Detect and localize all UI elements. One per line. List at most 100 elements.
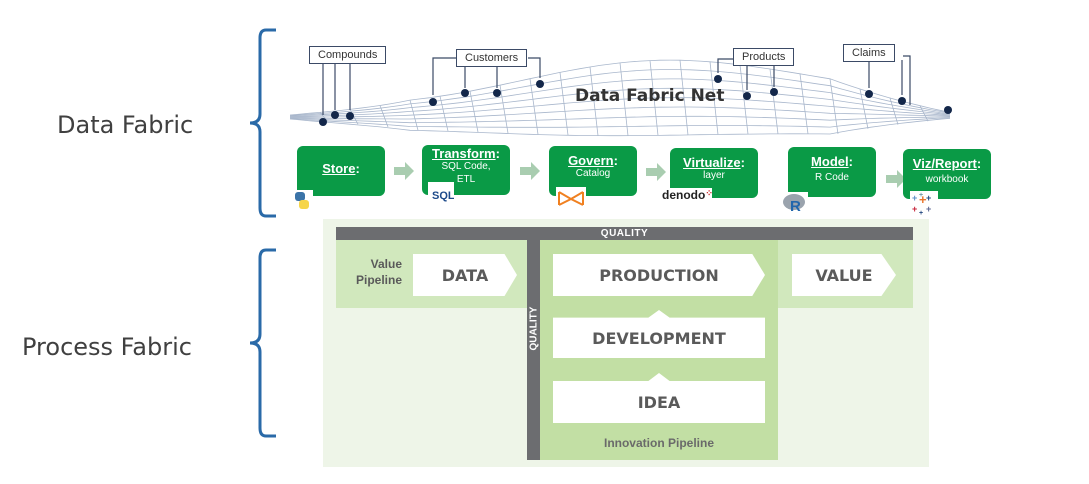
step-title: Govern [568, 153, 614, 168]
tag-connector [528, 57, 541, 78]
tag-products: Products [733, 48, 795, 66]
svg-text:+: + [926, 204, 931, 214]
net-line [319, 112, 329, 122]
net-line [289, 78, 951, 117]
net-node [319, 118, 327, 126]
net-line [859, 88, 869, 129]
value-pipeline-text: Value Pipeline [355, 257, 402, 287]
net-line [829, 78, 839, 135]
net-line [289, 117, 951, 137]
data-chevron: DATA [413, 254, 517, 296]
tag-connector [903, 55, 911, 105]
svg-text:SQL: SQL [432, 190, 454, 202]
python-logo-icon [291, 190, 313, 212]
net-line [289, 115, 951, 124]
quality-top-bar: QUALITY [336, 227, 913, 240]
tag-claims: Claims [843, 44, 895, 62]
step-title: Viz/Report [912, 156, 977, 171]
arrow-icon [646, 163, 666, 181]
arrow-icon [886, 170, 906, 188]
net-line [529, 78, 539, 135]
arrow-icon [520, 162, 540, 180]
tag-connector [432, 57, 456, 95]
net-node [714, 75, 722, 83]
net-line [679, 60, 689, 136]
tag-compounds: Compounds [309, 46, 387, 64]
net-line [919, 105, 929, 122]
production-chevron: PRODUCTION [553, 254, 765, 296]
net-line [409, 99, 419, 131]
net-line [769, 68, 779, 134]
idea-box: IDEA [553, 373, 765, 423]
step-sub: R Code [815, 172, 849, 183]
quality-side-label: QUALITY [528, 306, 540, 351]
svg-text:+: + [919, 210, 923, 215]
data-fabric-label: Data Fabric [57, 111, 194, 139]
tableau-logo-icon: + + + + + + + [910, 191, 938, 217]
denodo-logo-icon: denodo⁘ [662, 188, 713, 204]
net-node [331, 111, 339, 119]
sql-logo-icon: SQL [428, 182, 455, 204]
data-fabric-brace [249, 28, 276, 218]
bowtie-logo-icon [556, 187, 586, 207]
net-line [349, 109, 359, 125]
innovation-pipeline-label: Innovation Pipeline [603, 436, 714, 450]
net-line [799, 73, 809, 134]
net-line [619, 62, 629, 136]
step-viz-report[interactable]: Viz/Report: workbook [903, 149, 991, 199]
net-node [461, 89, 469, 97]
net-node [770, 88, 778, 96]
development-box: DEVELOPMENT [553, 310, 765, 358]
value-pipeline-label: Value Pipeline [340, 256, 402, 288]
value-chevron: VALUE [792, 254, 896, 296]
step-title: Transform [432, 146, 496, 161]
process-fabric-label: Process Fabric [22, 333, 192, 361]
svg-text:+: + [919, 192, 927, 207]
step-store[interactable]: Store: [297, 146, 385, 196]
net-node [865, 90, 873, 98]
data-fabric-net [289, 55, 952, 137]
net-line [889, 97, 899, 125]
step-title: Model [811, 154, 849, 169]
net-line [289, 87, 951, 117]
net-node [493, 89, 501, 97]
tag-customers: Customers [456, 49, 528, 67]
net-node [743, 92, 751, 100]
step-sub: layer [703, 170, 725, 181]
process-fabric-brace [249, 248, 276, 438]
net-node [898, 97, 906, 105]
step-title: Store [322, 161, 356, 176]
step-title: Virtualize [683, 155, 741, 170]
svg-text:+: + [912, 204, 917, 214]
r-logo-icon: R [782, 192, 808, 215]
net-line [289, 106, 951, 120]
net-line [499, 85, 509, 134]
tag-connector [717, 58, 733, 73]
net-line [589, 66, 599, 136]
svg-text:+: + [919, 192, 923, 199]
arrow-icon [394, 162, 414, 180]
step-sub: Catalog [575, 168, 611, 179]
net-line [469, 91, 479, 133]
svg-text:+: + [912, 193, 917, 203]
step-sub: workbook [925, 174, 969, 185]
net-title: Data Fabric Net [575, 86, 725, 106]
net-line [709, 61, 719, 135]
net-line [379, 105, 389, 128]
net-node [346, 112, 354, 120]
svg-text:R: R [790, 198, 801, 214]
net-line [739, 64, 749, 135]
step-model[interactable]: Model: R Code [788, 147, 876, 197]
net-line [290, 97, 951, 118]
svg-text:+: + [926, 193, 931, 203]
net-node [944, 106, 952, 114]
quality-side-bar [527, 240, 540, 460]
denodo-text: denodo [662, 188, 706, 202]
net-node [536, 80, 544, 88]
net-line [289, 117, 951, 128]
net-line [559, 72, 569, 136]
net-node [429, 98, 437, 106]
net-line [649, 60, 659, 136]
net-line [289, 69, 951, 116]
net-line [439, 96, 449, 132]
